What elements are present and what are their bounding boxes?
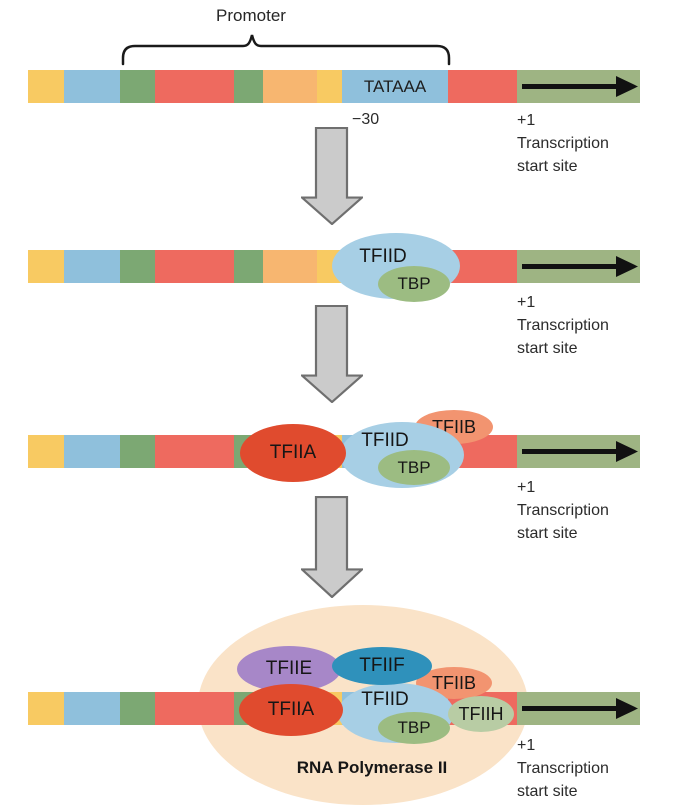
transcription-start-arrow-icon bbox=[522, 698, 638, 719]
tss-label-stage2: +1 Transcription start site bbox=[517, 291, 609, 360]
plus-one-label: +1 bbox=[517, 294, 536, 311]
tfiid-label: TFIID bbox=[361, 689, 409, 710]
down-arrow-icon bbox=[301, 127, 363, 225]
strand-segment bbox=[28, 70, 64, 103]
tfiib-label: TFIIB bbox=[432, 672, 476, 693]
strand-segment bbox=[342, 70, 448, 103]
strand-segment bbox=[64, 250, 120, 283]
plus-one-label: +1 bbox=[517, 479, 536, 496]
strand-segment bbox=[120, 692, 155, 725]
strand-segment bbox=[120, 435, 155, 468]
tbp-ellipse: TBP bbox=[378, 266, 450, 302]
strand-segment bbox=[263, 250, 317, 283]
strand-segment bbox=[448, 70, 517, 103]
tfiih-label: TFIIH bbox=[458, 703, 504, 724]
tss-line1: Transcription bbox=[517, 502, 609, 519]
transcription-start-arrow-icon bbox=[522, 256, 638, 277]
tfiid-label: TFIID bbox=[361, 430, 409, 451]
strand-segment bbox=[28, 692, 64, 725]
strand-segment bbox=[64, 692, 120, 725]
tss-label-stage1: +1 Transcription start site bbox=[517, 109, 609, 178]
minus-30-label: −30 bbox=[352, 111, 380, 128]
strand-segment bbox=[155, 692, 234, 725]
strand-segment bbox=[64, 435, 120, 468]
tfiif-ellipse: TFIIF bbox=[332, 647, 432, 685]
strand-segment bbox=[263, 70, 317, 103]
tss-label-stage3: +1 Transcription start site bbox=[517, 476, 609, 545]
tss-line1: Transcription bbox=[517, 317, 609, 334]
tfiib-ellipse: TFIIB bbox=[416, 667, 492, 699]
strand-segment bbox=[317, 70, 342, 103]
tbp-label: TBP bbox=[397, 718, 431, 737]
tss-line1: Transcription bbox=[517, 760, 609, 777]
tfiia-ellipse: TFIIA bbox=[239, 684, 343, 736]
tss-label-stage4: +1 Transcription start site bbox=[517, 734, 609, 803]
tbp-ellipse: TBP bbox=[378, 450, 450, 485]
tbp-ellipse: TBP bbox=[378, 712, 450, 744]
tfiid-label: TFIID bbox=[359, 246, 407, 267]
strand-segment bbox=[155, 435, 234, 468]
tata-box-label: TATAAA bbox=[363, 76, 427, 96]
tss-line2: start site bbox=[517, 783, 578, 800]
tfiia-label: TFIIA bbox=[269, 442, 317, 463]
tss-line2: start site bbox=[517, 340, 578, 357]
tbp-label: TBP bbox=[397, 274, 431, 293]
strand-segment bbox=[28, 250, 64, 283]
tfiia-label: TFIIA bbox=[267, 699, 315, 720]
rna-polymerase-label: RNA Polymerase II bbox=[296, 758, 448, 777]
tfiih-ellipse: TFIIH bbox=[448, 696, 514, 732]
tfiie-label: TFIIE bbox=[265, 658, 313, 679]
tfiia-ellipse: TFIIA bbox=[240, 424, 346, 482]
dna-strand-stage1: TATAAA bbox=[28, 70, 640, 103]
plus-one-label: +1 bbox=[517, 737, 536, 754]
down-arrow-icon bbox=[301, 496, 363, 598]
down-arrow-icon bbox=[301, 305, 363, 403]
strand-segment bbox=[120, 70, 155, 103]
tss-line2: start site bbox=[517, 158, 578, 175]
transcription-start-arrow-icon bbox=[522, 76, 638, 97]
strand-segment bbox=[155, 70, 234, 103]
transcription-start-arrow-icon bbox=[522, 441, 638, 462]
strand-segment bbox=[155, 250, 234, 283]
tss-line1: Transcription bbox=[517, 135, 609, 152]
strand-segment bbox=[234, 70, 263, 103]
plus-one-label: +1 bbox=[517, 112, 536, 129]
tbp-label: TBP bbox=[397, 457, 431, 477]
promoter-label: Promoter bbox=[216, 6, 286, 25]
strand-segment bbox=[64, 70, 120, 103]
strand-segment bbox=[234, 250, 263, 283]
tfiif-label: TFIIF bbox=[359, 655, 405, 676]
tss-line2: start site bbox=[517, 525, 578, 542]
strand-segment bbox=[28, 435, 64, 468]
promoter-brace bbox=[121, 34, 451, 66]
strand-segment bbox=[120, 250, 155, 283]
